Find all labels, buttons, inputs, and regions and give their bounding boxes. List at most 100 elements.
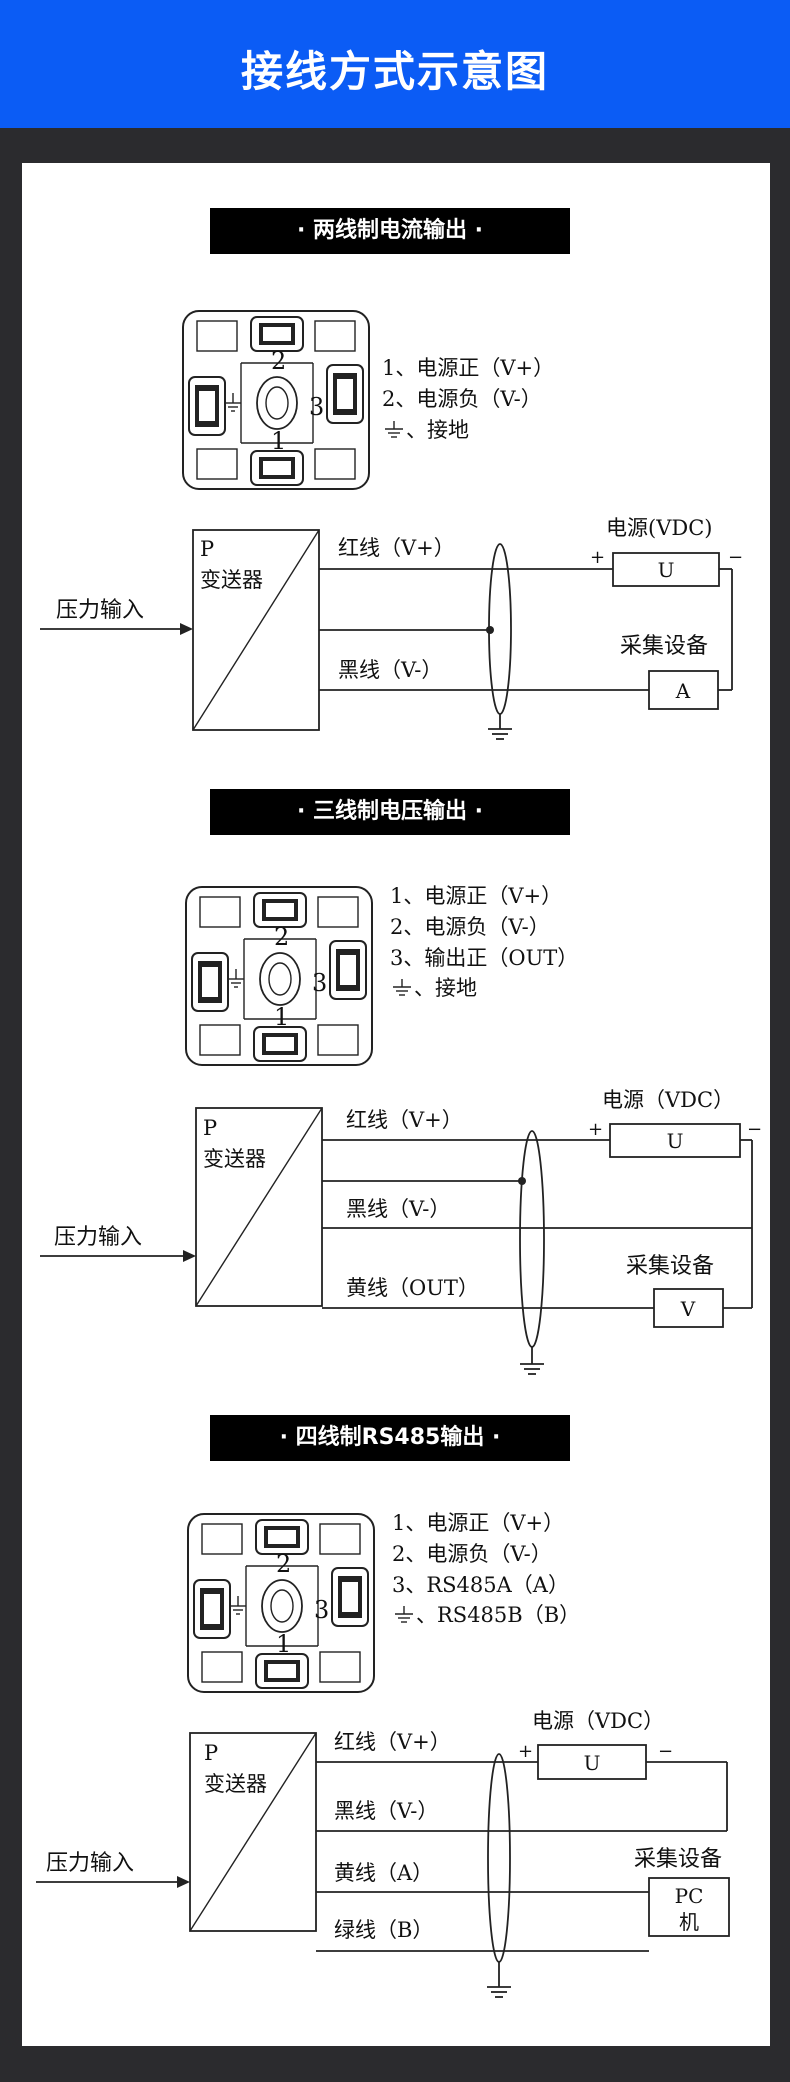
device-box-line1: PC (675, 1884, 704, 1908)
shield-ground-icon (520, 1363, 544, 1375)
terminal-screw-1 (255, 1653, 309, 1689)
terminal-screw-3 (326, 364, 364, 424)
acquisition-device-label: 采集设备 (620, 634, 708, 659)
power-minus: − (658, 1741, 673, 1762)
power-plus: + (588, 1119, 603, 1140)
power-plus: + (518, 1741, 533, 1762)
wire-label-red: 红线（V+） (338, 536, 455, 560)
terminal-screw-3 (329, 940, 367, 1000)
terminal-label-1: 1 (276, 1630, 291, 1658)
transmitter-p-label: P (203, 1116, 217, 1140)
power-supply-label: 电源（VDC） (602, 1088, 734, 1112)
wire-label-red: 红线（V+） (334, 1730, 451, 1754)
input-arrow-icon (180, 623, 193, 635)
power-supply-label: 电源(VDC) (606, 516, 712, 540)
wire-label-yellow: 黄线（A） (334, 1861, 433, 1885)
wire-label-black: 黑线（V-） (346, 1197, 450, 1221)
legend-item-1: 1、电源正（V+） (390, 884, 562, 908)
legend-item-1: 1、电源正（V+） (392, 1511, 564, 1535)
terminal-block: 2 3 1 (187, 1513, 375, 1693)
wire-label-green: 绿线（B） (334, 1918, 433, 1942)
terminal-label-3: 3 (312, 969, 327, 997)
power-supply-label: 电源（VDC） (532, 1709, 664, 1733)
device-box-line2: 机 (679, 1910, 699, 1934)
transmitter-name: 变送器 (200, 568, 263, 592)
legend-ground-icon (395, 1606, 413, 1623)
transmitter-box (189, 1732, 317, 1932)
section-heading: · 三线制电压输出 · (210, 789, 570, 835)
terminal-label-1: 1 (271, 427, 286, 455)
power-plus: + (590, 547, 605, 568)
terminal-label-3: 3 (314, 1596, 329, 1624)
terminal-screw-gnd (188, 376, 226, 436)
legend-item-4: 、RS485B（B） (416, 1603, 580, 1627)
page-title: 接线方式示意图 (240, 47, 549, 96)
cable-shield (519, 1130, 545, 1348)
terminal-screw-gnd (191, 952, 229, 1012)
terminal-screw-3 (331, 1567, 369, 1627)
terminal-block: 2 3 1 (185, 886, 373, 1066)
terminal-screw-2 (255, 1519, 309, 1555)
legend-item-2: 2、电源负（V-） (390, 915, 550, 939)
shield-ground-icon (488, 728, 512, 740)
power-box-label: U (584, 1751, 601, 1775)
terminal-label-2: 2 (271, 347, 286, 375)
acquisition-device-box (648, 670, 719, 710)
wiring-diagram-four-wire: 2 3 1 1、电源正（V+） 2、电源负（V-） 3、RS485A（A） 、R… (36, 1511, 730, 1998)
wiring-diagram-three-wire: 2 3 1 1、电源正（V+） 2、电源负（V-） 3、输出正（OUT） 、接地… (40, 884, 762, 1375)
content-panel: · 两线制电流输出 · (22, 163, 770, 2046)
section-three-wire: · 三线制电压输出 · (22, 789, 770, 1389)
terminal-screw-2 (253, 892, 307, 928)
ground-symbol-icon (228, 969, 244, 988)
wire-label-yellow: 黄线（OUT） (346, 1276, 479, 1300)
wiring-diagram-two-wire: 2 3 1 1、电源正（V+） 2、电源负（V-） 、接地 P 变送器 压力输入… (40, 310, 743, 740)
terminal-label-1: 1 (274, 1003, 289, 1031)
wire-label-black: 黑线（V-） (334, 1799, 438, 1823)
cable-shield (487, 1753, 511, 1963)
power-minus: − (747, 1119, 762, 1140)
page-header: 接线方式示意图 (0, 0, 790, 128)
legend-ground-icon (393, 979, 411, 996)
pressure-input-label: 压力输入 (54, 1225, 142, 1250)
device-box-label: A (675, 679, 691, 703)
legend-item-2: 2、电源负（V-） (392, 1542, 552, 1566)
power-box-label: U (667, 1129, 684, 1153)
terminal-block: 2 3 1 (182, 310, 370, 490)
legend-ground-icon (385, 421, 403, 438)
terminal-label-2: 2 (276, 1550, 291, 1578)
power-box-label: U (658, 558, 675, 582)
pressure-input-label: 压力输入 (46, 1851, 134, 1876)
input-arrow-icon (183, 1250, 196, 1262)
section-four-wire-rs485: · 四线制RS485输出 · (22, 1415, 770, 2035)
terminal-screw-1 (250, 450, 304, 486)
transmitter-name: 变送器 (203, 1147, 266, 1171)
transmitter-p-label: P (200, 537, 214, 561)
legend-item-3: 3、RS485A（A） (392, 1573, 569, 1597)
legend-item-1: 1、电源正（V+） (382, 356, 554, 380)
power-minus: − (728, 547, 743, 568)
terminal-screw-1 (253, 1026, 307, 1062)
wire-label-red: 红线（V+） (346, 1108, 463, 1132)
section-heading: · 四线制RS485输出 · (210, 1415, 570, 1461)
legend-item-ground: 、接地 (414, 976, 477, 1000)
terminal-label-2: 2 (274, 923, 289, 951)
input-arrow-icon (177, 1876, 190, 1888)
legend-item-ground: 、接地 (406, 418, 469, 442)
transmitter-p-label: P (204, 1741, 218, 1765)
terminal-screw-2 (250, 316, 304, 352)
acquisition-device-label: 采集设备 (634, 1847, 722, 1872)
acquisition-device-label: 采集设备 (626, 1254, 714, 1279)
pressure-input-label: 压力输入 (56, 598, 144, 623)
ground-symbol-icon (225, 393, 241, 412)
section-heading: · 两线制电流输出 · (210, 208, 570, 254)
device-box-label: V (680, 1297, 696, 1321)
terminal-screw-gnd (193, 1579, 231, 1639)
transmitter-name: 变送器 (204, 1772, 267, 1796)
terminal-label-3: 3 (309, 393, 324, 421)
ground-symbol-icon (230, 1596, 246, 1615)
acquisition-device-box (653, 1288, 724, 1328)
legend-item-3: 3、输出正（OUT） (390, 946, 578, 970)
acquisition-device-box (648, 1877, 730, 1937)
wire-label-black: 黑线（V-） (338, 658, 442, 682)
transmitter-box (195, 1107, 323, 1307)
